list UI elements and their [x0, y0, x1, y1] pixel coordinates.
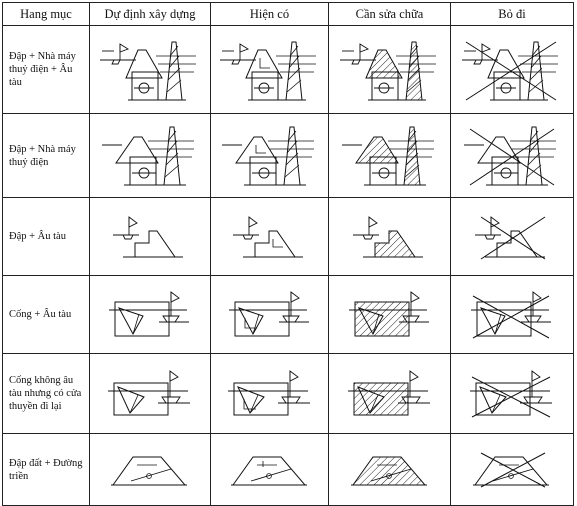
dam-powerhouse-lock-symbol-planned — [89, 25, 211, 114]
dam-lock-symbol-existing — [210, 197, 329, 276]
dam-powerhouse-symbol-repair — [328, 113, 451, 198]
header-repair: Cần sửa chữa — [328, 2, 451, 26]
earth-dam-slipway-symbol-planned — [89, 433, 211, 506]
header-row: Hang mục Dự định xây dựng Hiện có Cần sử… — [2, 2, 574, 26]
header-remove: Bỏ đi — [450, 2, 574, 26]
sluice-boat-gate-symbol-planned — [89, 353, 211, 434]
dam-powerhouse-lock-symbol-existing — [210, 25, 329, 114]
sluice-lock-symbol-repair — [328, 275, 451, 354]
table-row: Cống + Âu tàu — [2, 275, 574, 354]
earth-dam-slipway-symbol-remove — [450, 433, 574, 506]
dam-powerhouse-symbol-remove — [450, 113, 574, 198]
dam-powerhouse-symbol-existing — [210, 113, 329, 198]
row-label: Đập + Âu tàu — [2, 197, 90, 276]
sluice-boat-gate-symbol-repair — [328, 353, 451, 434]
sluice-lock-symbol-existing — [210, 275, 329, 354]
dam-powerhouse-lock-symbol-remove — [450, 25, 574, 114]
header-planned: Dự định xây dựng — [89, 2, 211, 26]
dam-lock-symbol-planned — [89, 197, 211, 276]
dam-powerhouse-symbol-planned — [89, 113, 211, 198]
sluice-boat-gate-symbol-existing — [210, 353, 329, 434]
earth-dam-slipway-symbol-repair — [328, 433, 451, 506]
header-existing: Hiện có — [210, 2, 329, 26]
header-item: Hang mục — [2, 2, 90, 26]
sluice-boat-gate-symbol-remove — [450, 353, 574, 434]
row-label: Cống không âu tàu nhưng có cửa thuyền đi… — [2, 353, 90, 434]
row-label: Đập + Nhà máy thuỷ điện + Âu tàu — [2, 25, 90, 114]
earth-dam-slipway-symbol-existing — [210, 433, 329, 506]
dam-powerhouse-lock-symbol-repair — [328, 25, 451, 114]
sluice-lock-symbol-remove — [450, 275, 574, 354]
row-label: Đập + Nhà máy thuỷ điện — [2, 113, 90, 198]
row-label: Cống + Âu tàu — [2, 275, 90, 354]
table-row: Đập + Nhà máy thuỷ điện + Âu tàu — [2, 25, 574, 114]
sluice-lock-symbol-planned — [89, 275, 211, 354]
table-row: Đập + Nhà máy thuỷ điện — [2, 113, 574, 198]
dam-lock-symbol-remove — [450, 197, 574, 276]
dam-lock-symbol-repair — [328, 197, 451, 276]
table-row: Đập + Âu tàu — [2, 197, 574, 276]
row-label: Đập đất + Đường triền — [2, 433, 90, 506]
table-row: Cống không âu tàu nhưng có cửa thuyền đi… — [2, 353, 574, 434]
table-row: Đập đất + Đường triền — [2, 433, 574, 506]
